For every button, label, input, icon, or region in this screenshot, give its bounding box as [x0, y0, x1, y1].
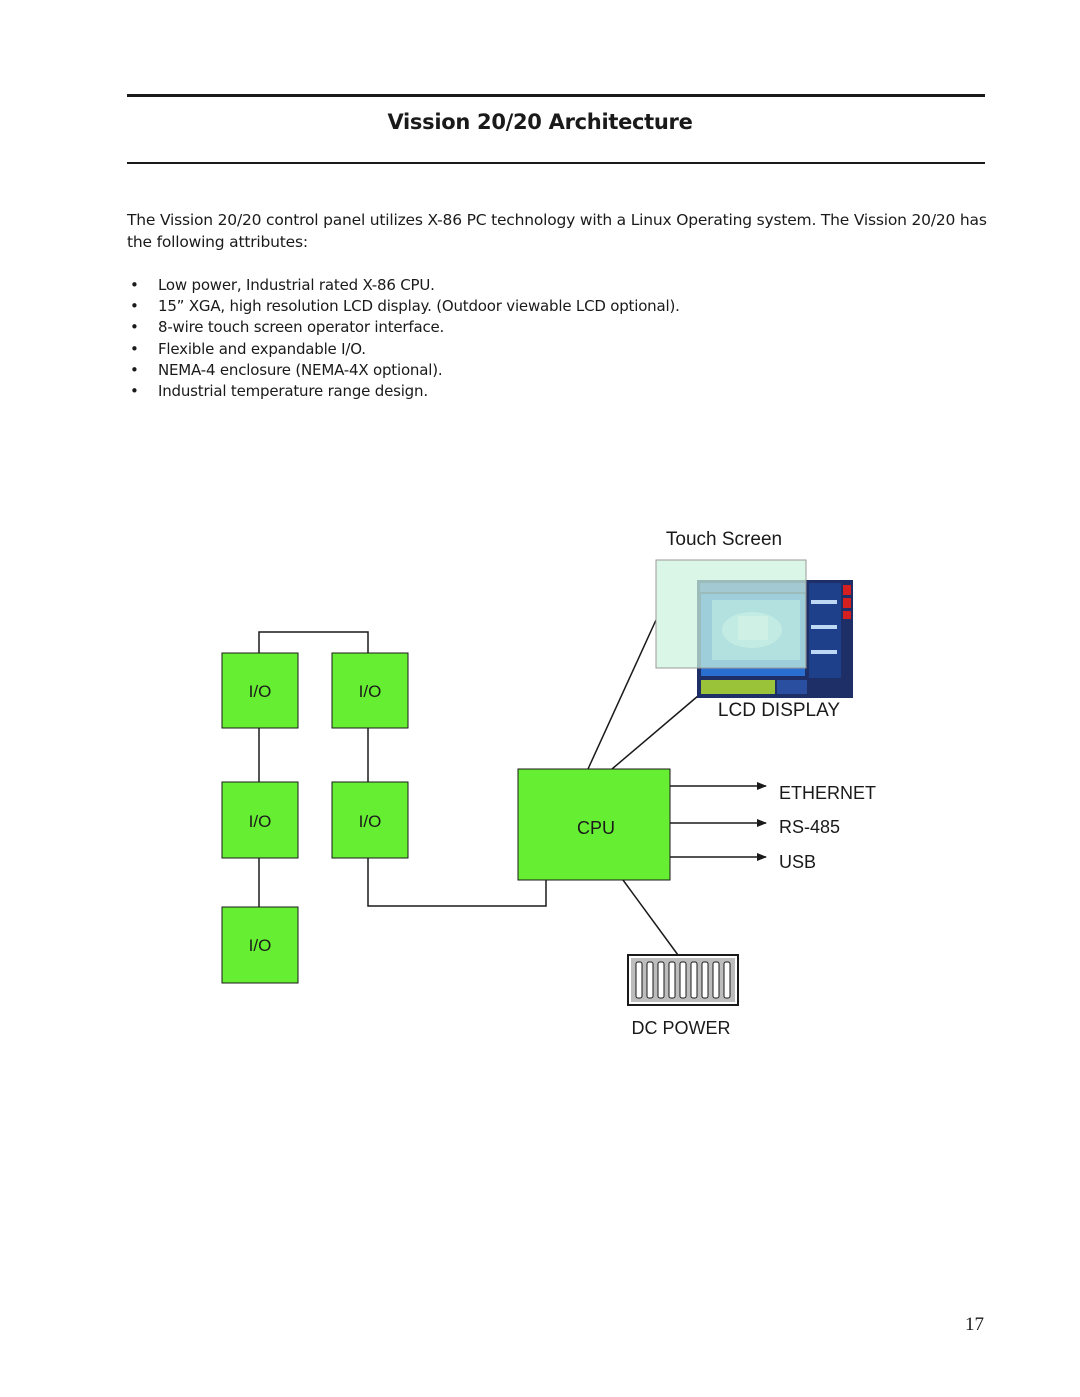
list-item: Industrial temperature range design.	[127, 381, 680, 402]
rs485-label: RS-485	[779, 817, 840, 837]
ethernet-label: ETHERNET	[779, 783, 876, 803]
page-number: 17	[965, 1314, 984, 1335]
dc-power-supply	[627, 954, 739, 1006]
list-item: 8-wire touch screen operator interface.	[127, 317, 680, 338]
list-item: 15” XGA, high resolution LCD display. (O…	[127, 296, 680, 317]
io-module-label: I/O	[249, 812, 272, 831]
touch-screen-label: Touch Screen	[666, 529, 782, 550]
title-rule-bottom	[127, 162, 985, 164]
dc-power-label: DC POWER	[632, 1018, 731, 1038]
io-module: I/O	[331, 652, 409, 729]
io-module: I/O	[331, 781, 409, 859]
usb-label: USB	[779, 852, 816, 872]
io-module: I/O	[221, 781, 299, 859]
title-rule-top	[127, 94, 985, 97]
port-arrows	[670, 782, 767, 861]
io-connector-lines	[258, 631, 547, 907]
io-module-label: I/O	[359, 682, 382, 701]
list-item: NEMA-4 enclosure (NEMA-4X optional).	[127, 360, 680, 381]
io-module-label: I/O	[359, 812, 382, 831]
list-item: Flexible and expandable I/O.	[127, 339, 680, 360]
touch-screen-overlay	[655, 559, 807, 669]
feature-list: Low power, Industrial rated X-86 CPU. 15…	[127, 275, 680, 402]
io-module: I/O	[221, 652, 299, 729]
cpu-module: CPU	[517, 768, 671, 881]
io-module-label: I/O	[249, 936, 272, 955]
intro-paragraph: The Vission 20/20 control panel utilizes…	[127, 211, 987, 251]
io-module-label: I/O	[249, 682, 272, 701]
lcd-display-label: LCD DISPLAY	[718, 700, 840, 721]
page-title: Vission 20/20 Architecture	[387, 110, 693, 134]
cpu-label: CPU	[577, 818, 615, 838]
io-module: I/O	[221, 906, 299, 984]
cpu-display-lines	[587, 619, 706, 956]
list-item: Low power, Industrial rated X-86 CPU.	[127, 275, 680, 296]
